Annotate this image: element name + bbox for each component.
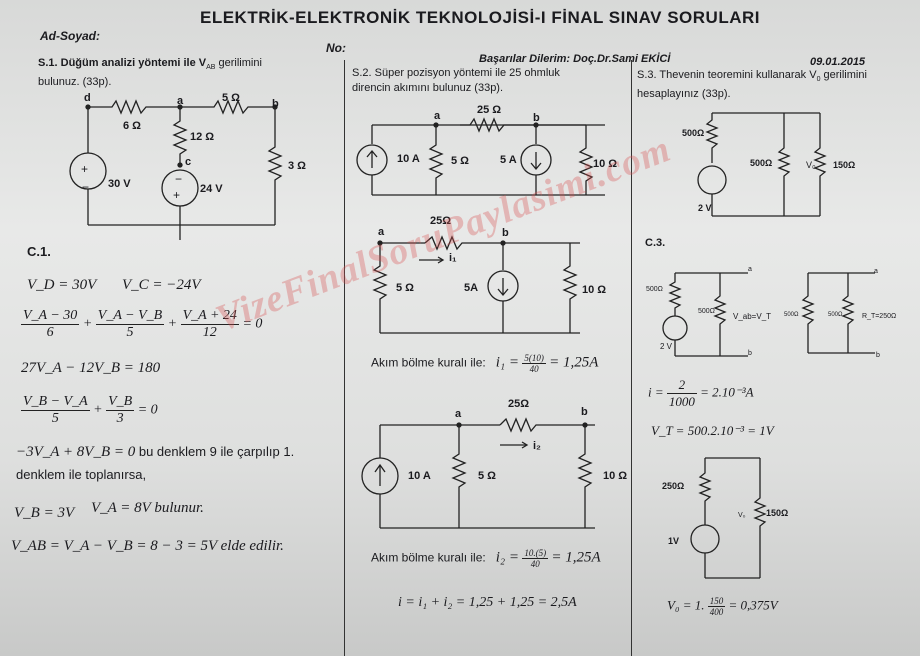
q1-r-ac: 12 Ω	[190, 131, 215, 143]
q2-r-ab: 25 Ω	[477, 104, 502, 116]
q1-v1: 30 V	[108, 178, 131, 190]
a1-combine-note: denklem ile toplanırsa,	[16, 467, 147, 482]
th2-r2: 500Ω	[828, 312, 843, 318]
sub2-r1: 5 Ω	[478, 470, 496, 482]
th2-r1: 500Ω	[784, 312, 799, 318]
eq-rl: 150Ω	[766, 508, 789, 518]
th1-r1: 500Ω	[646, 286, 663, 293]
number-label: No:	[326, 41, 346, 55]
sub1-r1: 5 Ω	[396, 282, 414, 294]
sub1-current: i₁	[449, 252, 457, 264]
q2-subcircuit-2	[361, 417, 595, 529]
sub2-current: i₂	[533, 440, 541, 452]
q1-r-b: 3 Ω	[288, 160, 306, 172]
a1-vd: V_D = 30V	[27, 277, 97, 293]
th1-r2: 500Ω	[698, 308, 715, 315]
sub1-r2: 10 Ω	[582, 284, 607, 296]
q3-r1: 500Ω	[682, 128, 705, 138]
q3-r3: 150Ω	[833, 160, 856, 170]
q1-r-da: 6 Ω	[123, 120, 141, 132]
q2-subcircuit-1	[372, 235, 580, 334]
q3-thevenin-2	[801, 272, 875, 354]
a1-equation-2: 27V_A − 12V_B = 180	[21, 360, 161, 376]
column-divider-1	[344, 60, 345, 656]
exam-title: ELEKTRİK-ELEKTRONİK TEKNOLOJİSİ-I FİNAL …	[200, 8, 760, 27]
q3-thevenin-1	[662, 272, 748, 357]
exam-date: 09.01.2015	[810, 56, 866, 68]
q1-text: S.1. Düğüm analizi yöntemi ile VAB geril…	[38, 57, 262, 89]
q2-r2: 10 Ω	[593, 158, 618, 170]
th1-a: a	[748, 266, 752, 273]
th2-rt: R_T=250Ω	[862, 313, 897, 320]
th1-v: 2 V	[660, 342, 673, 351]
sub1-node-b: b	[502, 227, 509, 239]
rule2: Akım bölme kuralı ile: i₂ = 10.(5)40 = 1…	[371, 548, 601, 569]
eq-v: 1V	[668, 536, 680, 546]
a1-vb: V_B = 3V	[14, 505, 75, 521]
eq-vo: V₀	[738, 512, 746, 519]
name-label: Ad-Soyad:	[40, 29, 100, 43]
q2-source-1: 10 A	[397, 153, 420, 165]
q3-equivalent	[690, 457, 767, 579]
greeting: Başarılar Dilerim: Doç.Dr.Sami EKİCİ	[479, 53, 671, 65]
q1-r-ab: 5 Ω	[222, 92, 240, 104]
th2-b: b	[876, 352, 880, 359]
q1-circuit	[69, 99, 283, 240]
a1-equation-4: −3V_A + 8V_B = 0 bu denklem 9 ile çarpıl…	[16, 444, 295, 460]
eq-r: 250Ω	[662, 481, 685, 491]
th1-b: b	[748, 350, 752, 357]
q2-node-b: b	[533, 112, 540, 124]
q1-node-a: a	[177, 95, 184, 107]
rule1: Akım bölme kuralı ile: i₁ = 5(10)40 = 1,…	[371, 353, 599, 374]
q2-text: S.2. Süper pozisyon yöntemi ile 25 ohmlu…	[352, 67, 560, 94]
q1-node-b: b	[272, 98, 279, 110]
sub1-node-a: a	[378, 226, 385, 238]
column-divider-2	[631, 60, 632, 656]
q2-total: i = i₁ + i₂ = 1,25 + 1,25 = 2,5A	[398, 595, 577, 610]
a3-heading: C.3.	[645, 237, 666, 249]
q1-v2: 24 V	[200, 183, 223, 195]
q1-node-d: d	[84, 92, 91, 104]
sub1-r-ab: 25Ω	[430, 215, 452, 227]
a1-vab-result: V_AB = V_A − V_B = 8 − 3 = 5V elde edili…	[11, 538, 284, 554]
a1-va: V_A = 8V bulunur.	[91, 500, 204, 516]
q1-node-c: c	[185, 156, 192, 168]
sub2-r2: 10 Ω	[603, 470, 628, 482]
a1-heading: C.1.	[27, 244, 51, 259]
sub2-node-b: b	[581, 406, 588, 418]
q3-circuit	[697, 112, 827, 217]
q3-r2: 500Ω	[750, 158, 773, 168]
q2-source-2: 5 A	[500, 154, 517, 166]
a1-vc: V_C = −24V	[122, 277, 201, 293]
q3-v: 2 V	[698, 203, 712, 213]
q2-node-a: a	[434, 110, 441, 122]
q3-vo: V₀	[806, 160, 816, 170]
sub2-r-ab: 25Ω	[508, 398, 530, 410]
sub2-source: 10 A	[408, 470, 431, 482]
sub2-node-a: a	[455, 408, 462, 420]
q2-r1: 5 Ω	[451, 155, 469, 167]
th1-vab: V_ab=V_T	[733, 312, 772, 321]
q2-circuit	[356, 117, 605, 196]
q3-text: S.3. Thevenin teoremini kullanarak V0 ge…	[637, 69, 867, 101]
sub1-source: 5A	[464, 282, 479, 294]
a3-vt: V_T = 500.2.10⁻³ = 1V	[651, 423, 774, 438]
th2-a: a	[874, 268, 878, 275]
